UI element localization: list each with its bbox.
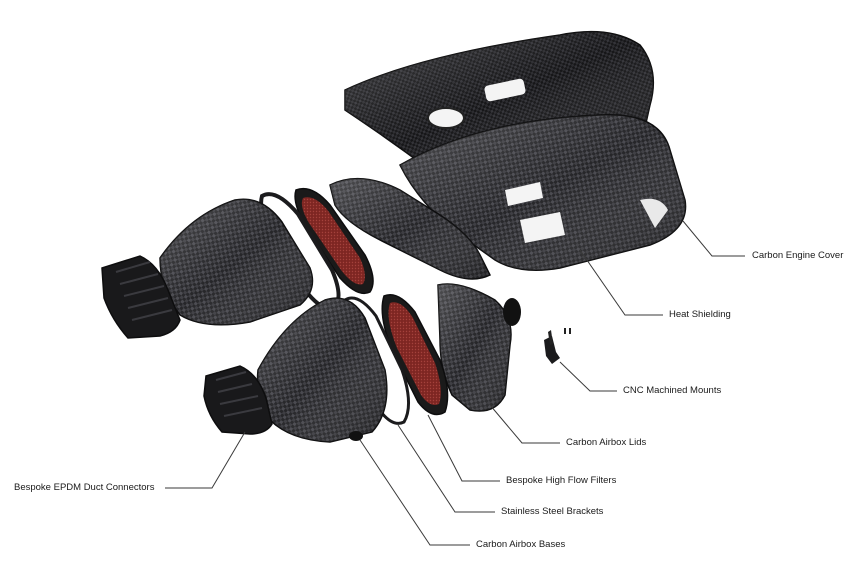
leader-brackets	[397, 424, 495, 513]
carbon-airbox-base-lower	[256, 297, 388, 443]
high-flow-filter-lower	[381, 294, 449, 416]
label-bespoke-high-flow-filters: Bespoke High Flow Filters	[506, 475, 617, 486]
label-stainless-steel-brackets: Stainless Steel Brackets	[501, 506, 604, 517]
leader-airbox-lids	[489, 404, 560, 444]
epdm-duct-connector-upper	[101, 255, 181, 339]
label-heat-shielding: Heat Shielding	[669, 309, 731, 320]
leader-filters	[427, 414, 500, 482]
carbon-airbox-base-upper	[159, 198, 314, 326]
leader-cnc-mounts	[559, 361, 617, 392]
cnc-machined-mounts	[544, 328, 571, 364]
leader-duct-connectors	[165, 431, 246, 489]
carbon-airbox-lid-upper	[329, 177, 492, 280]
carbon-airbox-lid-lower	[437, 283, 521, 412]
label-carbon-engine-cover: Carbon Engine Cover	[752, 250, 844, 261]
label-bespoke-epdm-duct-connectors: Bespoke EPDM Duct Connectors	[14, 482, 155, 493]
leader-lines	[165, 220, 745, 546]
epdm-duct-connector-lower	[203, 365, 273, 435]
leader-engine-cover	[682, 220, 745, 257]
leader-airbox-bases	[359, 439, 470, 546]
label-carbon-airbox-lids: Carbon Airbox Lids	[566, 437, 647, 448]
label-carbon-airbox-bases: Carbon Airbox Bases	[476, 539, 566, 550]
leader-heat-shielding	[579, 249, 663, 316]
carbon-engine-cover	[344, 30, 655, 171]
label-cnc-machined-mounts: CNC Machined Mounts	[623, 385, 722, 396]
heat-shielding	[399, 114, 687, 271]
